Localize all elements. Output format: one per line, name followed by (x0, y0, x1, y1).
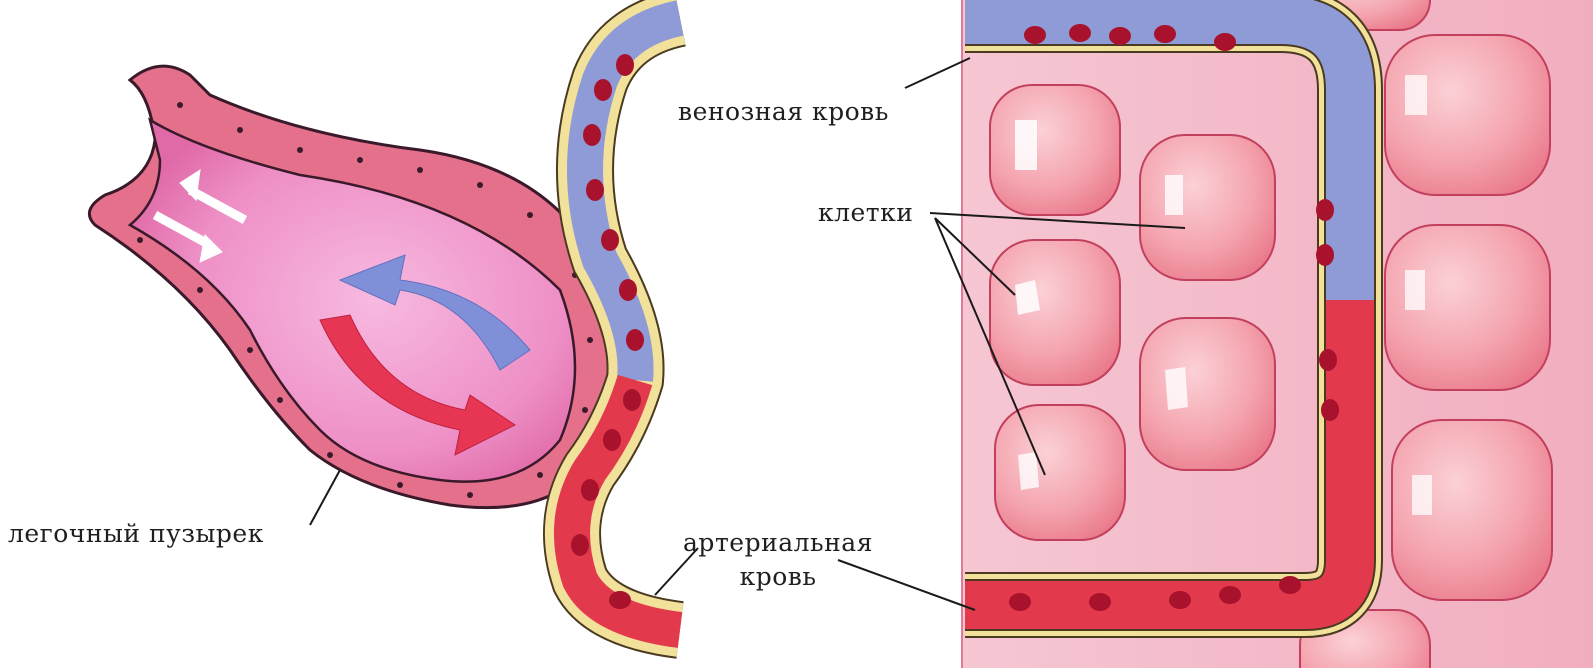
cells-label: клетки (818, 198, 913, 227)
tissue-cell (1140, 318, 1275, 470)
arterial-blood-label-line2: кровь (668, 562, 888, 591)
tissue-cell (1385, 35, 1550, 195)
tissue-cell (1385, 225, 1550, 390)
tissue-cell (990, 240, 1120, 385)
arterial-blood-label-line1: артериальная (668, 528, 888, 557)
tissue-cell (1392, 420, 1552, 600)
tissue-cell (990, 85, 1120, 215)
tissue-cell (1140, 135, 1275, 280)
alveolus-label: легочный пузырек (8, 519, 264, 548)
venous-blood-label: венозная кровь (678, 97, 889, 126)
tissue-cell (995, 405, 1125, 540)
alveolus (89, 66, 618, 508)
